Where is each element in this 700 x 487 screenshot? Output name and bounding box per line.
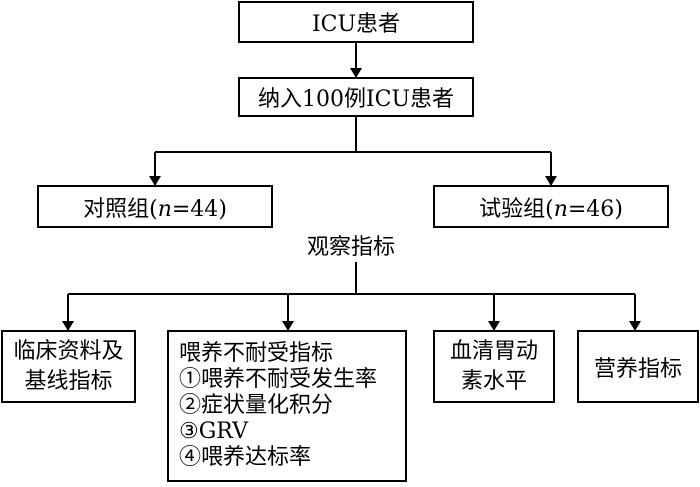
clinical-line-2: 基线指标 bbox=[24, 368, 113, 394]
icu-patients-box: ICU患者 bbox=[238, 1, 474, 43]
nutrition-label: 营养指标 bbox=[593, 356, 682, 382]
intolerance-item-3: ③GRV bbox=[179, 419, 248, 444]
intolerance-title: 喂养不耐受指标 bbox=[179, 341, 334, 366]
enroll-label: 纳入100例ICU患者 bbox=[257, 87, 455, 112]
gastric-line-2: 素水平 bbox=[460, 368, 527, 394]
gastric-hormone-box: 血清胃动 素水平 bbox=[433, 330, 555, 403]
trial-group-label: 试验组(n=46) bbox=[479, 196, 623, 222]
nutrition-box: 营养指标 bbox=[577, 330, 699, 403]
control-group-box: 对照组(n=44) bbox=[37, 185, 273, 228]
gastric-line-1: 血清胃动 bbox=[449, 338, 538, 364]
intolerance-item-4: ④喂养达标率 bbox=[179, 445, 312, 470]
clinical-line-1: 临床资料及 bbox=[13, 338, 124, 364]
observation-indicators-label: 观察指标 bbox=[307, 235, 396, 260]
intolerance-item-2: ②症状量化积分 bbox=[179, 393, 334, 418]
enroll-box: 纳入100例ICU患者 bbox=[238, 77, 474, 117]
intolerance-item-1: ①喂养不耐受发生率 bbox=[179, 367, 378, 392]
trial-group-box: 试验组(n=46) bbox=[433, 185, 669, 228]
icu-patients-label: ICU患者 bbox=[311, 12, 401, 37]
intolerance-box: 喂养不耐受指标 ①喂养不耐受发生率 ②症状量化积分 ③GRV ④喂养达标率 bbox=[167, 330, 407, 482]
clinical-box: 临床资料及 基线指标 bbox=[1, 330, 136, 403]
control-group-label: 对照组(n=44) bbox=[83, 196, 227, 222]
